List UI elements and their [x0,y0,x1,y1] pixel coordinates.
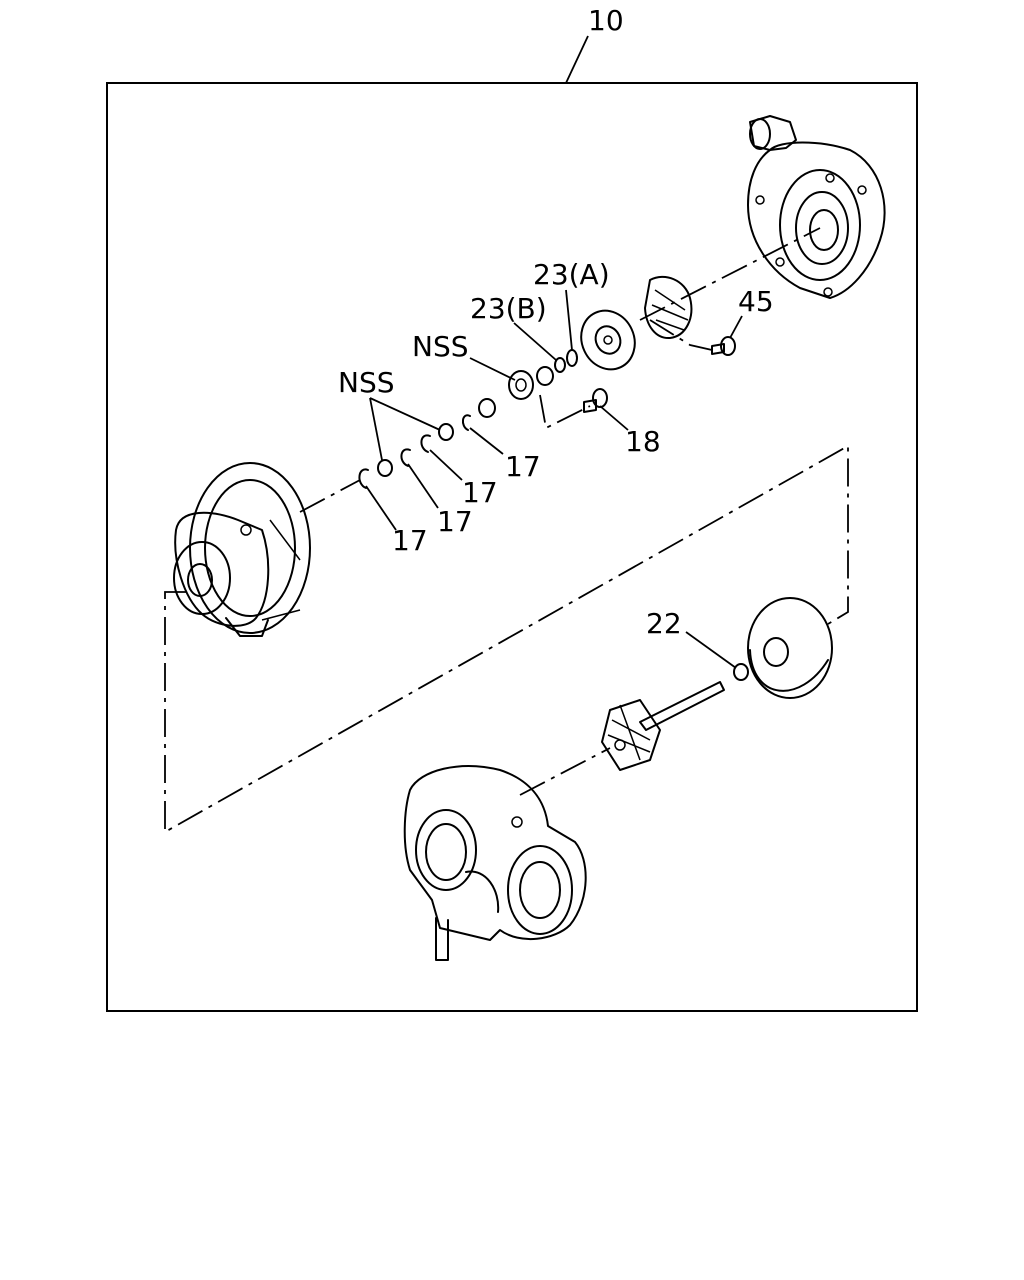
leader-17-d [365,485,397,531]
label-17-a: 17 [505,450,541,483]
label-18: 18 [625,425,661,458]
bearing-lower [377,459,393,477]
compressor-wheel [644,275,693,340]
leader-17-b [429,449,463,481]
turbine-shaft-wheel [601,681,725,771]
label-17-c: 17 [437,505,473,538]
oring-23a [566,349,578,367]
label-nss-lower: NSS [338,366,395,399]
snap-ring-17-a [462,414,471,431]
axis-bearings [299,479,361,513]
label-nss-upper: NSS [412,330,469,363]
bolt-45 [711,336,736,356]
axis-bolt-45 [649,319,713,351]
leader-17-a [469,427,504,455]
leader-nss-lower-2 [369,397,383,461]
bearing-upper [438,423,454,441]
snap-ring-17-c [400,448,411,467]
leader-nss-upper [469,357,516,381]
label-17-b: 17 [462,476,498,509]
heat-shield [747,597,833,699]
leader-assembly [565,35,589,84]
label-45: 45 [738,285,774,318]
label-17-d: 17 [392,524,428,557]
snap-ring-17-b [420,434,431,453]
leader-17-c [407,463,439,509]
leader-22 [685,631,737,669]
oring-23b [554,357,566,373]
axis-screw-18 [539,394,591,430]
leader-18 [599,405,629,431]
axis-turbine [519,747,611,796]
turbine-housing [403,765,587,961]
seal-plate [580,309,636,371]
thrust-bearing [478,366,554,418]
label-23b: 23(B) [470,292,547,325]
compressor-housing [747,115,886,299]
leader-23b [513,322,557,361]
oring-22 [733,663,749,681]
label-22: 22 [646,607,682,640]
leader-45 [729,315,743,339]
label-assembly: 10 [588,4,624,37]
leader-nss-lower-1 [369,397,441,431]
axis-loop [164,444,849,834]
snap-ring-17-d [358,468,369,489]
bearing-housing [173,462,311,637]
diagram-frame [106,82,918,1012]
label-23a: 23(A) [533,258,610,291]
leader-23a [565,289,573,351]
axis-compressor [639,227,821,321]
